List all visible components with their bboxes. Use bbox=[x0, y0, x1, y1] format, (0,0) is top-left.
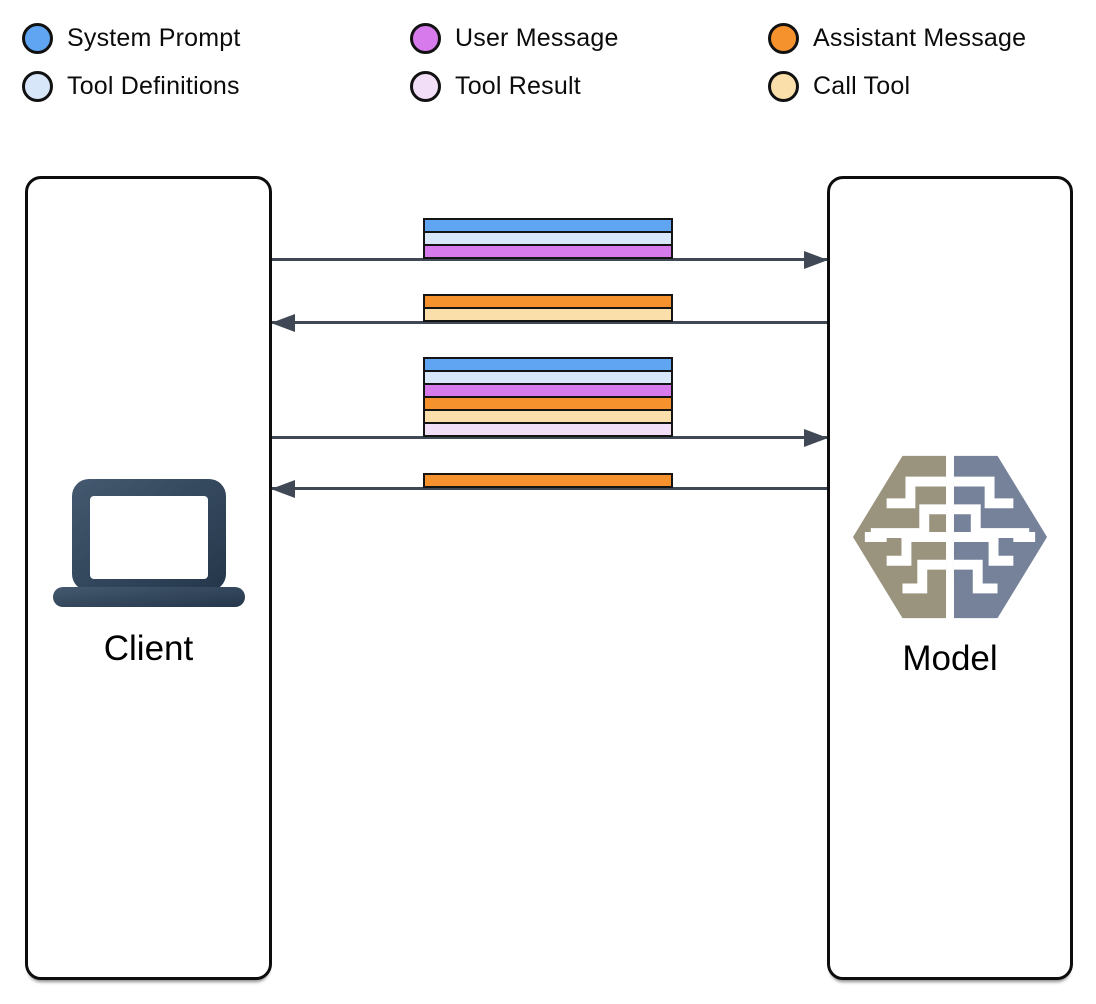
legend-item-label: System Prompt bbox=[67, 24, 241, 52]
arrowhead-icon bbox=[271, 313, 295, 332]
legend-item-user_message: User Message bbox=[410, 23, 619, 54]
model-label: Model bbox=[902, 639, 998, 678]
arrowhead-icon bbox=[804, 428, 828, 447]
message-bar-stack bbox=[423, 473, 673, 488]
legend-color-circle bbox=[410, 23, 441, 54]
message-bar-stack bbox=[423, 357, 673, 437]
message-bar-call_tool bbox=[423, 307, 673, 322]
arrowhead-icon bbox=[271, 479, 295, 498]
message-bar-stack bbox=[423, 218, 673, 259]
arrowhead-icon bbox=[804, 250, 828, 269]
model-figure: Model bbox=[830, 449, 1070, 679]
legend-item-label: User Message bbox=[455, 24, 619, 52]
message-bar-user_message bbox=[423, 244, 673, 259]
legend-item-tool_definitions: Tool Definitions bbox=[22, 71, 240, 102]
message-arrow-left bbox=[271, 479, 827, 498]
legend-color-circle bbox=[410, 71, 441, 102]
brain-icon bbox=[852, 455, 1048, 619]
legend-color-circle bbox=[768, 71, 799, 102]
legend-item-assistant_message: Assistant Message bbox=[768, 23, 1026, 54]
message-arrow-left bbox=[271, 313, 827, 332]
client-node: Client bbox=[25, 176, 272, 980]
legend-item-tool_result: Tool Result bbox=[410, 71, 619, 102]
legend-item-call_tool: Call Tool bbox=[768, 71, 1026, 102]
client-figure: Client bbox=[28, 479, 269, 669]
message-arrow-right bbox=[272, 428, 828, 447]
legend-item-label: Tool Result bbox=[455, 72, 581, 100]
message-bar-stack bbox=[423, 294, 673, 322]
message-bar-tool_result bbox=[423, 422, 673, 437]
legend-item-label: Assistant Message bbox=[813, 24, 1027, 52]
legend-color-circle bbox=[22, 71, 53, 102]
message-bar-assistant_message bbox=[423, 473, 673, 488]
client-label: Client bbox=[103, 629, 194, 668]
legend-item-label: Tool Definitions bbox=[67, 72, 240, 100]
model-node: Model bbox=[827, 176, 1073, 980]
laptop-icon bbox=[52, 479, 245, 607]
legend-color-circle bbox=[22, 23, 53, 54]
message-arrow-right bbox=[272, 250, 828, 269]
legend-item-label: Call Tool bbox=[813, 72, 911, 100]
legend-item-system_prompt: System Prompt bbox=[22, 23, 240, 54]
legend-color-circle bbox=[768, 23, 799, 54]
